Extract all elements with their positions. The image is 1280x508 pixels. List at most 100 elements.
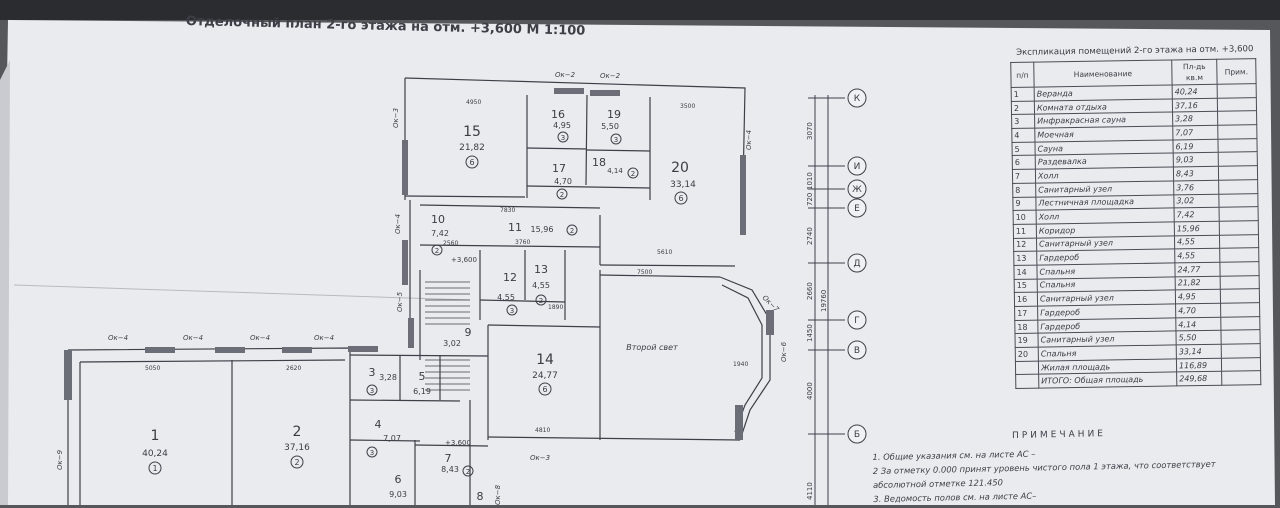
wall-mass: [64, 350, 72, 400]
notes-block: ПРИМЕЧАНИЕ 1. Общие указания см. на лист…: [872, 426, 1253, 508]
svg-text:7: 7: [445, 452, 452, 465]
wall-mass: [740, 155, 746, 235]
cell-num: 7: [1012, 169, 1036, 184]
room-3: 3 3,28 3: [366, 366, 397, 396]
wall-mass: [408, 318, 414, 348]
axis-letter-D: Д: [853, 259, 860, 269]
svg-text:15,96: 15,96: [531, 225, 554, 234]
wall-12-bottom: [479, 299, 566, 303]
svg-text:6: 6: [469, 158, 474, 167]
level-mark-2: +3,600: [445, 439, 471, 447]
cell-area: 3,28: [1172, 111, 1218, 127]
window-label: Ок−4: [108, 334, 128, 342]
axis-dim-3: 720: [806, 193, 814, 206]
window-label: Ок−4: [250, 334, 270, 342]
cell-num: 18: [1014, 319, 1038, 334]
cell-area: 9,03: [1173, 152, 1219, 168]
svg-text:2: 2: [560, 191, 564, 199]
svg-text:2: 2: [631, 170, 635, 178]
cell-num: 9: [1012, 196, 1037, 211]
cell-area: 40,24: [1172, 84, 1218, 99]
svg-text:21,82: 21,82: [459, 143, 485, 153]
svg-text:1: 1: [152, 464, 157, 473]
svg-text:2: 2: [293, 424, 302, 440]
svg-text:2: 2: [570, 227, 574, 235]
room-20: 20 33,14 6: [670, 160, 696, 205]
axis-letter-E: Е: [854, 204, 860, 214]
room-17: 17 4,70 2: [552, 162, 572, 200]
svg-text:3: 3: [510, 307, 514, 315]
overall-dim: 19760: [820, 290, 828, 312]
cell-note: [1217, 97, 1257, 112]
dimension: 7500: [637, 269, 652, 276]
wall-4-bottom: [349, 439, 421, 442]
cell-num: 14: [1013, 265, 1038, 280]
svg-text:4,70: 4,70: [554, 177, 572, 186]
window-label: Ок−3: [392, 108, 400, 128]
cell-area: 4,95: [1175, 289, 1221, 304]
cell-area: 5,50: [1175, 330, 1222, 345]
cell-note: [1217, 124, 1257, 139]
cell-note: [1221, 357, 1261, 372]
cell-area: 7,07: [1172, 125, 1218, 140]
cell-num: 12: [1013, 237, 1037, 252]
table-header-row: п/п Наименование Пл-дь кв.м Прим.: [1010, 58, 1257, 88]
cell-note: [1221, 343, 1261, 358]
window-label: Ок−2: [600, 72, 621, 80]
svg-text:4,14: 4,14: [607, 167, 623, 175]
svg-text:5,50: 5,50: [601, 122, 619, 131]
cell-area: 4,55: [1174, 248, 1220, 263]
dimension: 2620: [286, 365, 301, 372]
room-9: 9 3,02: [443, 326, 471, 348]
header-area: Пл-дь кв.м: [1171, 59, 1218, 85]
room-7: 7 8,43 2: [441, 452, 474, 477]
wall-14-top: [487, 324, 601, 328]
second-light-label: Второй свет: [626, 343, 678, 352]
axis-bubble-D: [847, 253, 867, 273]
dimension: 4810: [535, 427, 550, 434]
svg-text:14: 14: [536, 352, 554, 368]
wall-mass: [402, 140, 408, 195]
cell-note: [1220, 302, 1260, 317]
cell-num: 11: [1013, 223, 1037, 239]
cell-note: [1220, 316, 1260, 331]
cell-num: 6: [1012, 155, 1036, 170]
svg-text:40,24: 40,24: [142, 449, 168, 459]
svg-text:9: 9: [465, 326, 472, 339]
sheet-fold: [13, 284, 471, 301]
svg-text:6: 6: [678, 194, 683, 203]
svg-text:6,19: 6,19: [413, 387, 431, 396]
dimension: 7830: [500, 207, 515, 214]
axis-letter-K: К: [854, 94, 861, 104]
cell-note: [1218, 152, 1258, 167]
cell-note: [1219, 206, 1259, 222]
svg-text:5: 5: [419, 370, 426, 383]
corridor-bottom: [419, 244, 601, 248]
wall-14-bottom: [487, 436, 741, 441]
room-12: 12 4,55 3: [497, 271, 518, 316]
svg-text:3,28: 3,28: [379, 373, 397, 382]
svg-text:1: 1: [151, 428, 160, 444]
svg-text:6: 6: [395, 473, 402, 486]
svg-text:2: 2: [294, 458, 299, 467]
cell-note: [1219, 234, 1259, 249]
cell-num: 2: [1011, 100, 1035, 115]
cell-num: 16: [1014, 292, 1038, 307]
sauna-mid: [349, 399, 461, 402]
wall-mass: [735, 405, 743, 440]
svg-text:4,95: 4,95: [553, 121, 571, 130]
axis-bubble-I: [847, 156, 867, 176]
room-14: 14 24,77 6: [532, 352, 558, 396]
room-8: 8: [477, 490, 484, 503]
wall-mass: [590, 90, 620, 96]
svg-text:3,02: 3,02: [443, 339, 461, 348]
window-label: Ок−4: [183, 334, 203, 342]
cell-note: [1217, 83, 1257, 98]
svg-text:10: 10: [431, 213, 445, 226]
cell-note: [1219, 247, 1259, 263]
svg-text:4: 4: [375, 418, 382, 431]
svg-text:13: 13: [534, 263, 548, 276]
room-1: 1 40,24 1: [142, 428, 168, 475]
cell-area: 24,77: [1174, 262, 1221, 277]
